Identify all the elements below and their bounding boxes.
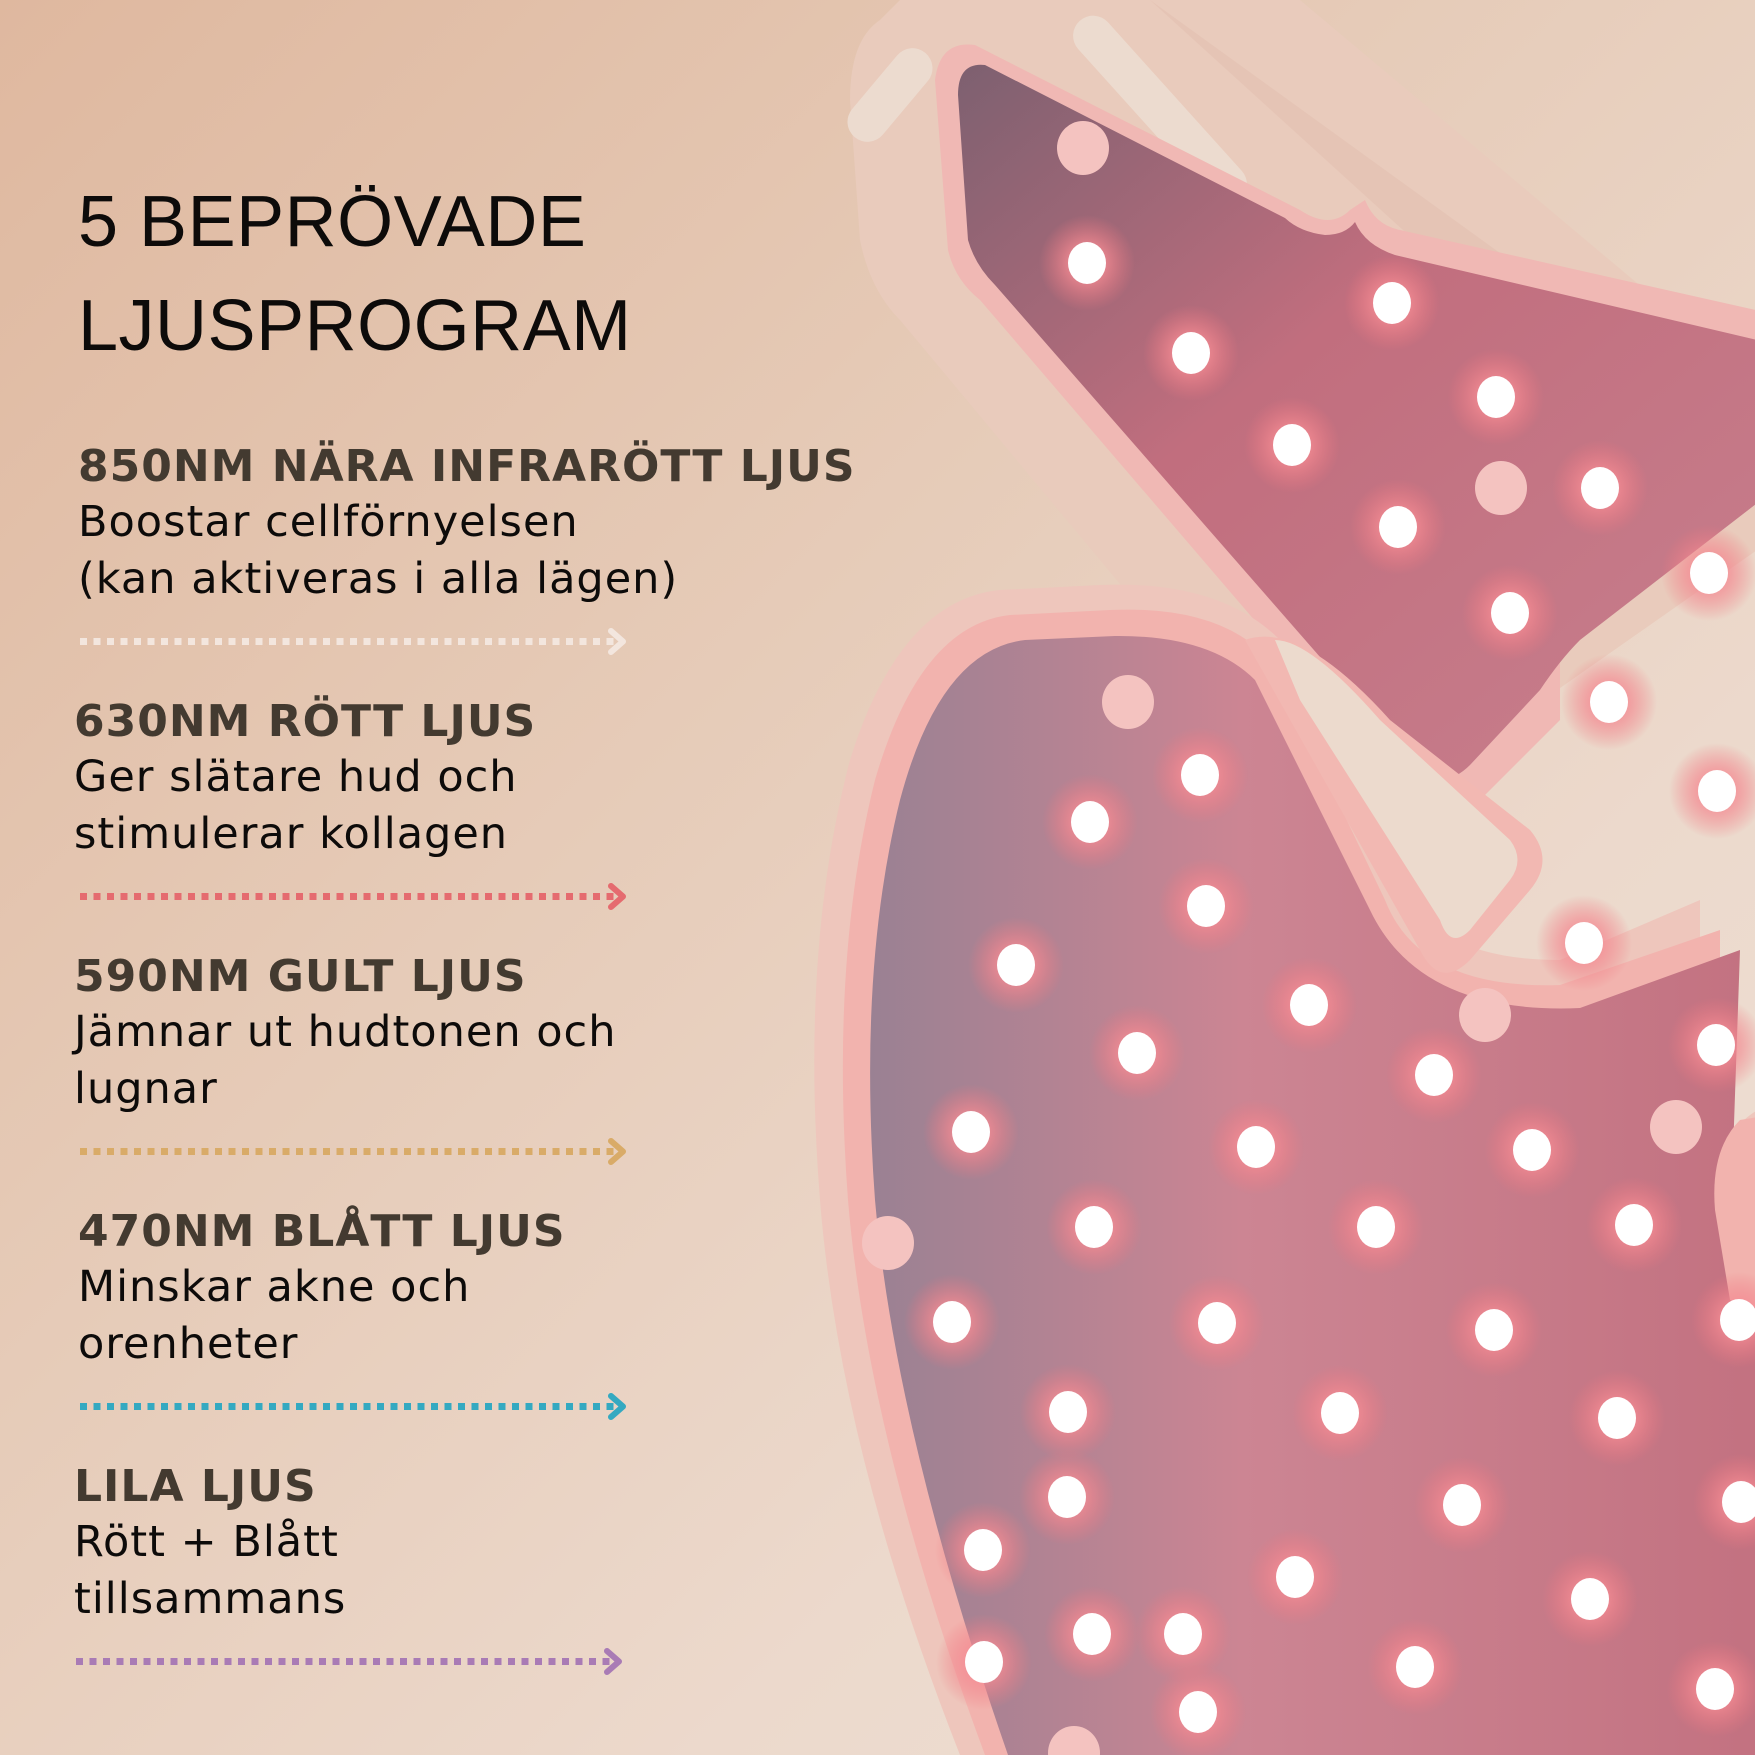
program-description: Rött + Blått tillsammans [74, 1517, 347, 1624]
page-title: 5 BEPRÖVADE LJUSPROGRAM [78, 170, 918, 378]
program-item-lila: LILA LJUS Rött + Blått tillsammans [74, 1460, 346, 1628]
program-item-850nm: 850NM NÄRA INFRARÖTT LJUS Boostar cellfö… [78, 440, 856, 608]
dotted-arrow-icon [80, 1393, 626, 1420]
program-name: 850NM NÄRA INFRARÖTT LJUS [78, 441, 856, 492]
program-description: Boostar cellförnyelsen (kan aktiveras i … [78, 497, 679, 604]
dotted-arrow-icon [80, 883, 626, 910]
dotted-arrow-icon [80, 628, 626, 655]
dotted-arrow-icon [76, 1648, 622, 1675]
program-name: LILA LJUS [74, 1461, 317, 1512]
program-name: 470NM BLÅTT LJUS [78, 1206, 566, 1257]
program-item-590nm: 590NM GULT LJUS Jämnar ut hudtonen och l… [74, 950, 616, 1118]
program-description: Minskar akne och orenheter [78, 1262, 471, 1369]
program-item-470nm: 470NM BLÅTT LJUS Minskar akne och orenhe… [78, 1205, 566, 1373]
program-list-panel: 5 BEPRÖVADE LJUSPROGRAM 850NM NÄRA INFRA… [74, 170, 918, 1675]
program-description: Ger slätare hud och stimulerar kollagen [74, 752, 518, 859]
title-line-1: 5 BEPRÖVADE [78, 182, 587, 262]
dotted-arrow-icon [80, 1138, 626, 1165]
title-line-2: LJUSPROGRAM [78, 286, 632, 366]
program-name: 630NM RÖTT LJUS [74, 696, 537, 747]
program-name: 590NM GULT LJUS [74, 951, 527, 1002]
program-item-630nm: 630NM RÖTT LJUS Ger slätare hud och stim… [74, 695, 536, 863]
program-description: Jämnar ut hudtonen och lugnar [74, 1007, 617, 1114]
